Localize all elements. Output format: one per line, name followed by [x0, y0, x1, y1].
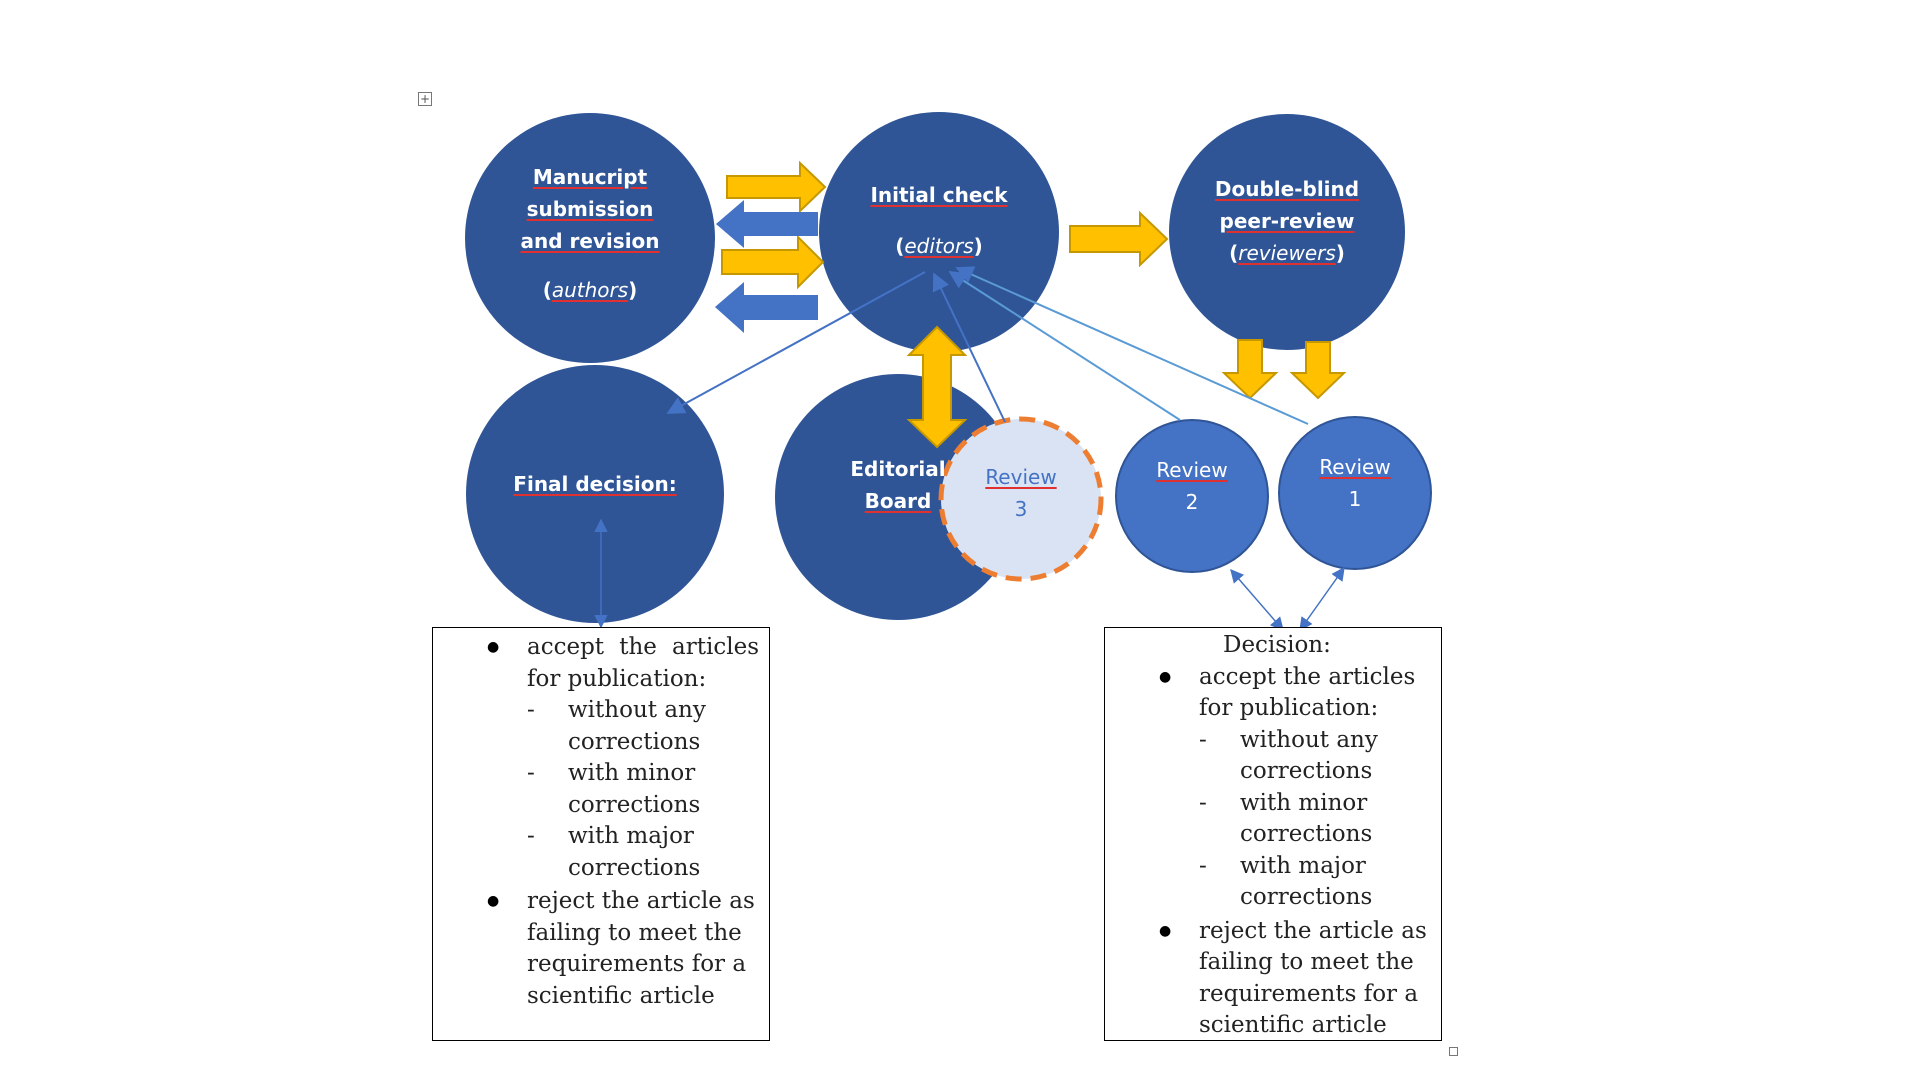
- manuscript-line3: and revision: [520, 229, 660, 253]
- blue-arrow-left-1: [716, 200, 818, 248]
- review3-line2: 3: [1014, 497, 1028, 521]
- review2-line2: 2: [1185, 490, 1199, 514]
- review1-circle: [1278, 416, 1432, 570]
- manuscript-circle: [465, 113, 715, 363]
- initial-check-label: Initial check (editors): [870, 183, 1008, 258]
- final-decision-circle: [466, 365, 724, 623]
- gold-arrow-down-2: [1289, 341, 1347, 400]
- review1-line1: Review: [1319, 455, 1391, 479]
- reject-item: reject the article as failing to meet th…: [1105, 916, 1441, 1042]
- final-decision-box: accept the articles for publication: wit…: [432, 627, 770, 1041]
- option-no-corrections: without any corrections: [1105, 725, 1441, 788]
- line-review3-to-check: [932, 272, 1006, 423]
- line-review2-to-decision: [1230, 568, 1284, 632]
- table-resize-handle-icon[interactable]: [1449, 1047, 1458, 1056]
- manuscript-label: Manucript submission and revision (autho…: [520, 165, 660, 302]
- line-review1-to-decision: [1299, 566, 1345, 632]
- peer-review-line2: peer-review: [1219, 209, 1355, 233]
- peer-review-role: reviewers: [1238, 241, 1336, 265]
- editorial-board-line1: Editorial: [850, 457, 946, 481]
- gold-arrow-to-peer-review: [1069, 210, 1169, 268]
- review3-circle: [938, 416, 1104, 582]
- review2-line1: Review: [1156, 458, 1228, 482]
- initial-check-title: Initial check: [870, 183, 1008, 207]
- gold-arrow-right-1: [726, 160, 827, 214]
- blue-arrow-left-2: [715, 282, 818, 333]
- review1-label: Review 1: [1295, 451, 1415, 515]
- option-no-corrections: without any corrections: [433, 695, 769, 758]
- review3-label: Review 3: [961, 461, 1081, 525]
- option-major-corrections: with major corrections: [1105, 851, 1441, 914]
- decision-heading: Decision:: [1223, 632, 1331, 658]
- option-minor-corrections: with minor corrections: [433, 758, 769, 821]
- option-major-corrections: with major corrections: [433, 821, 769, 884]
- line-review1-to-check: [955, 266, 1309, 425]
- peer-review-circle: [1169, 114, 1405, 350]
- final-decision-list: accept the articles for publication: wit…: [433, 632, 769, 1012]
- line-check-to-final: [666, 271, 926, 414]
- accept-item: accept the articles for publication:: [433, 632, 769, 695]
- editorial-board-circle: [775, 374, 1021, 620]
- table-move-handle-icon[interactable]: +: [418, 92, 432, 106]
- editorial-board-line2: Board: [864, 489, 932, 513]
- peer-review-line1: Double-blind: [1214, 177, 1360, 201]
- editorial-board-label: Editorial Board: [838, 453, 958, 517]
- review1-line2: 1: [1348, 487, 1362, 511]
- peer-review-label: Double-blind peer-review (reviewers): [1214, 177, 1360, 265]
- reviewer-decision-box: Decision: accept the articles for public…: [1104, 627, 1442, 1041]
- manuscript-line2: submission: [526, 197, 654, 221]
- review3-line1: Review: [985, 465, 1057, 489]
- gold-double-arrow: [906, 325, 968, 449]
- manuscript-line1: Manucript: [532, 165, 648, 189]
- reject-item: reject the article as failing to meet th…: [433, 886, 769, 1012]
- manuscript-role: authors: [551, 278, 629, 302]
- option-minor-corrections: with minor corrections: [1105, 788, 1441, 851]
- gold-arrow-down-1: [1221, 339, 1279, 400]
- final-decision-title: Final decision:: [513, 472, 677, 496]
- review2-circle: [1115, 419, 1269, 573]
- reviewer-decision-list: accept the articles for publication: wit…: [1105, 662, 1441, 1042]
- initial-check-circle: [819, 112, 1059, 352]
- review2-label: Review 2: [1132, 454, 1252, 518]
- accept-item: accept the articles for publication:: [1105, 662, 1441, 725]
- line-review2-to-check: [948, 271, 1181, 421]
- gold-arrow-right-2: [721, 234, 825, 290]
- final-decision-label: Final decision:: [490, 468, 700, 500]
- initial-check-role: editors: [904, 234, 974, 258]
